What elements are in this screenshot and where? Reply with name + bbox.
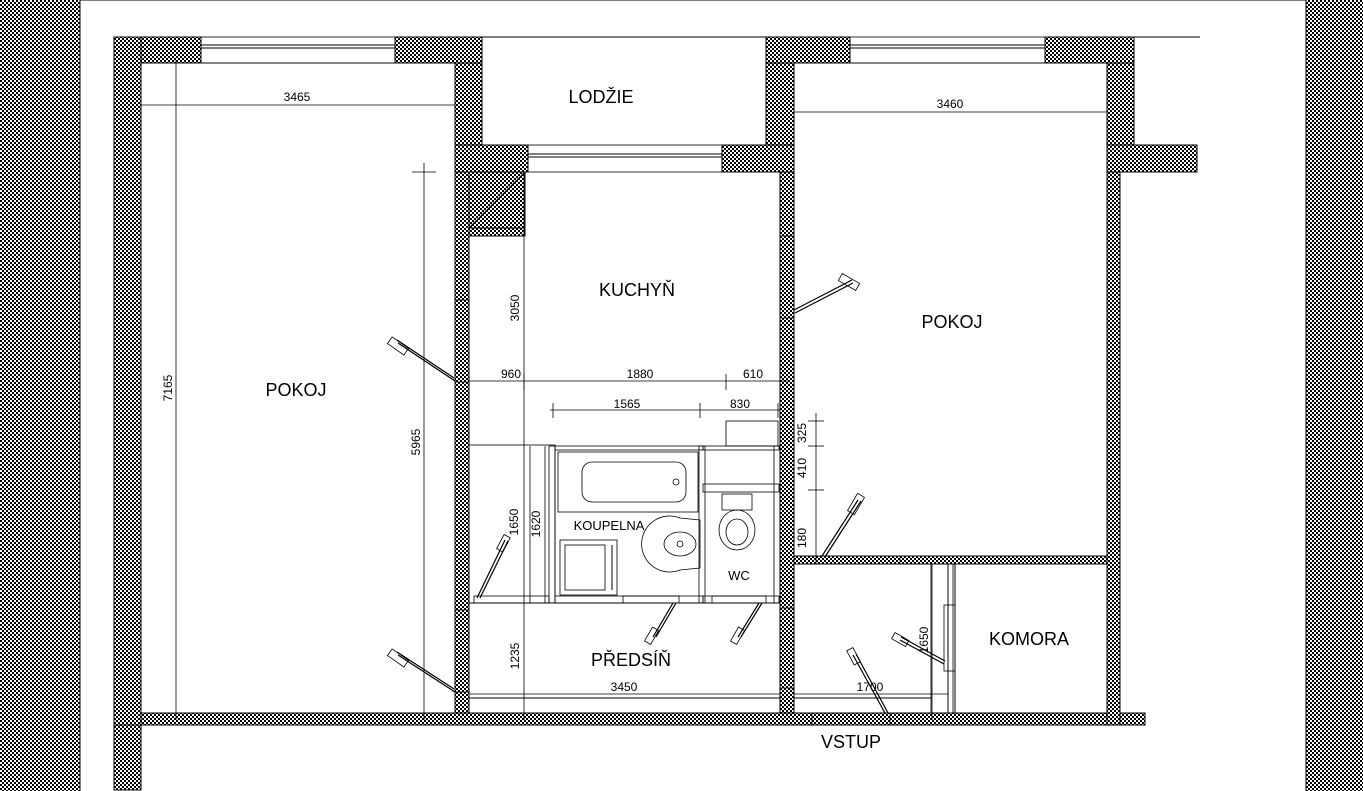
left-edge-band (0, 0, 80, 791)
toilet (718, 493, 756, 551)
windows (200, 36, 1046, 173)
bathtub (557, 451, 699, 513)
dim-seg-325: 325 (795, 423, 809, 443)
room-label-komora: KOMORA (989, 629, 1069, 649)
room-label-lodzie: LODŽIE (568, 87, 633, 107)
dim-kitchen-height: 3050 (508, 294, 522, 321)
dimension-lines (141, 60, 1108, 720)
room-label-pokoj-right: POKOJ (921, 312, 982, 332)
lodzie-area (80, 0, 1306, 38)
dim-entry-width: 1700 (857, 680, 884, 694)
dim-left-total-height: 7165 (161, 374, 175, 401)
room-label-koupelna: KOUPELNA (574, 518, 645, 533)
exterior-walls (113, 36, 1198, 791)
doors (386, 235, 956, 726)
room-label-pokoj-left: POKOJ (265, 380, 326, 400)
dim-hall-width: 3450 (611, 680, 638, 694)
dim-left-room-width: 3465 (284, 90, 311, 104)
dim-seg-830: 830 (730, 397, 750, 411)
dim-komora-height: 1650 (917, 626, 931, 653)
dim-seg-410: 410 (795, 458, 809, 478)
washing-machine (559, 539, 618, 596)
room-label-kuchyn: KUCHYŇ (599, 280, 675, 300)
sink (641, 515, 701, 573)
room-label-wc: WC (728, 568, 750, 583)
dim-seg-180: 180 (795, 528, 809, 548)
dim-seg-610: 610 (743, 367, 763, 381)
interior-partitions (468, 171, 1108, 714)
room-label-predsin: PŘEDSÍŇ (591, 650, 671, 670)
dim-seg-1565: 1565 (614, 397, 641, 411)
room-label-vstup: VSTUP (821, 732, 881, 752)
dim-seg-1880: 1880 (627, 367, 654, 381)
dim-bath-height-a: 1650 (507, 508, 521, 535)
dim-hall-height: 1235 (508, 642, 522, 669)
dim-left-inner-height: 5965 (409, 428, 423, 455)
dim-right-room-width: 3460 (937, 97, 964, 111)
right-edge-band (1306, 0, 1363, 791)
dim-bath-height-b: 1620 (529, 510, 543, 537)
dim-seg-960: 960 (501, 367, 521, 381)
